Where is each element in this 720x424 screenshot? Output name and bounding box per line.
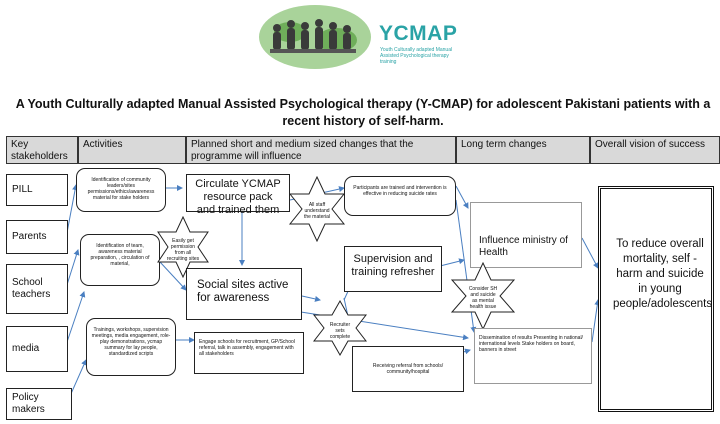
- logo: YCMAP Youth Culturally adapted Manual As…: [255, 2, 465, 72]
- planned-participants-trained: Participants are trained and interventio…: [344, 176, 456, 216]
- activity-identify-leaders: Identification of community leaders/site…: [76, 168, 166, 212]
- header-long-term: Long term changes: [456, 136, 590, 164]
- header-stakeholders: Key stakeholders: [6, 136, 78, 164]
- stakeholder-media: media: [6, 326, 68, 372]
- header-planned: Planned short and medium sized changes t…: [186, 136, 456, 164]
- vision-box: To reduce overall mortality, self -harm …: [598, 186, 714, 412]
- longterm-dissemination: Dissemination of results Presenting in n…: [474, 328, 592, 384]
- recruiter-star: Recruiter sets complete: [312, 299, 368, 357]
- stakeholder-pill: PILL: [6, 174, 68, 206]
- longterm-ministry: Influence ministry of Health: [470, 202, 582, 268]
- consider-star: Consider SH and suicide as mental health…: [448, 261, 518, 331]
- permission-star-label: Easily get permission from all recruitin…: [166, 238, 200, 262]
- stakeholder-policy-makers: Policy makers: [6, 388, 72, 420]
- planned-receiving-referral: Receiving referral from schools/ communi…: [352, 346, 464, 392]
- header-vision: Overall vision of success: [590, 136, 720, 164]
- permission-star: Easily get permission from all recruitin…: [152, 215, 214, 279]
- header-activities: Activities: [78, 136, 186, 164]
- planned-circulate-resource: Circulate YCMAP resource pack and traine…: [186, 174, 290, 216]
- page-title: A Youth Culturally adapted Manual Assist…: [15, 97, 711, 128]
- planned-engage-schools: Engage schools for recruitment, GP/Schoo…: [194, 332, 304, 374]
- stakeholder-parents: Parents: [6, 220, 68, 254]
- vision-text: To reduce overall mortality, self -harm …: [613, 238, 713, 310]
- logo-brand: YCMAP: [379, 22, 458, 45]
- staff-star-label: All staff understand the material: [303, 202, 331, 220]
- stakeholder-school-teachers: School teachers: [6, 264, 68, 314]
- globe-people-icon: [259, 5, 371, 69]
- planned-supervision: Supervision and training refresher: [344, 246, 442, 292]
- activity-trainings: Trainings, workshops, supervision meetin…: [86, 318, 176, 376]
- logo-tagline: Youth Culturally adapted Manual Assisted…: [380, 47, 453, 65]
- planned-social-sites: Social sites active for awareness: [186, 268, 302, 320]
- activity-team-awareness: Identification of team, awareness materi…: [80, 234, 160, 286]
- staff-star: All staff understand the material: [284, 175, 350, 243]
- consider-star-label: Consider SH and suicide as mental health…: [468, 286, 498, 310]
- recruiter-star-label: Recruiter sets complete: [329, 322, 351, 340]
